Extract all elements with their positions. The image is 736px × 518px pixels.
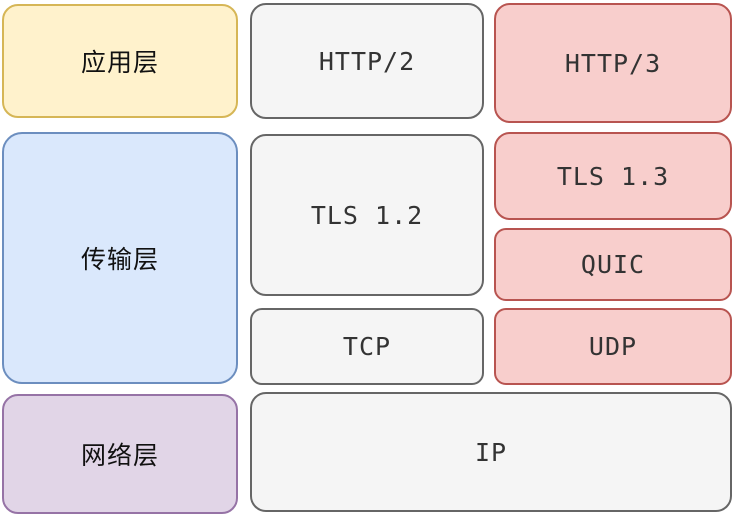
protocol-box-http3: HTTP/3: [494, 3, 732, 123]
protocol-label-tcp: TCP: [342, 332, 392, 361]
layer-label-application: 应用层: [80, 49, 159, 77]
protocol-label-http2: HTTP/2: [318, 46, 416, 76]
protocol-box-ip: IP: [250, 392, 732, 512]
protocol-label-http3: HTTP/3: [564, 48, 662, 78]
protocol-box-http2: HTTP/2: [250, 3, 484, 119]
layer-box-network: 网络层: [2, 394, 238, 514]
layer-box-application: 应用层: [2, 4, 238, 118]
protocol-label-tls13: TLS 1.3: [556, 161, 670, 191]
protocol-box-quic: QUIC: [494, 228, 732, 301]
protocol-box-tls12: TLS 1.2: [250, 134, 484, 296]
protocol-box-tls13: TLS 1.3: [494, 132, 732, 220]
layer-label-transport: 传输层: [80, 246, 159, 274]
protocol-box-udp: UDP: [494, 308, 732, 385]
protocol-label-quic: QUIC: [580, 250, 646, 279]
protocol-box-tcp: TCP: [250, 308, 484, 385]
layer-box-transport: 传输层: [2, 132, 238, 384]
protocol-label-tls12: TLS 1.2: [310, 200, 424, 230]
protocol-label-ip: IP: [474, 437, 508, 467]
layer-label-network: 网络层: [80, 442, 159, 470]
protocol-label-udp: UDP: [588, 332, 638, 361]
